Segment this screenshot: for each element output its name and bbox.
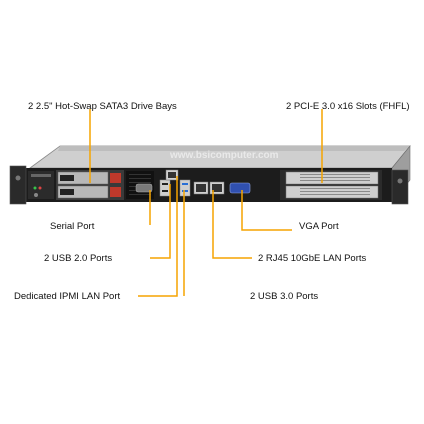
drive-release-1 xyxy=(110,173,121,183)
drive-release-2 xyxy=(110,187,121,197)
watermark-text: www.bsicomputer.com xyxy=(169,150,279,161)
callout-serial-port: Serial Port xyxy=(50,221,95,232)
leader-vga xyxy=(241,190,292,231)
rack-ear-right xyxy=(391,169,409,205)
ear-screw-right xyxy=(397,178,403,184)
pcie-vent-lines xyxy=(300,174,370,195)
rj45-socket-1 xyxy=(196,184,206,192)
brand-plate xyxy=(31,174,51,177)
usb2-slot-2 xyxy=(162,190,168,192)
power-led xyxy=(33,186,37,190)
rj45-socket-2 xyxy=(212,184,222,192)
leader-ipmi xyxy=(138,176,178,297)
power-button xyxy=(34,193,38,197)
drive-latch-1 xyxy=(60,175,74,181)
vga-port xyxy=(229,182,251,194)
ear-screw-left xyxy=(15,175,21,181)
callout-drive-bays: 2 2.5" Hot-Swap SATA3 Drive Bays xyxy=(28,101,177,112)
leader-rj45 xyxy=(212,190,252,259)
ipmi-lan-socket xyxy=(168,172,176,178)
usb2-slot-1 xyxy=(162,183,168,185)
leader-usb2 xyxy=(150,184,171,259)
usb3-slot-1 xyxy=(182,183,188,185)
serial-port xyxy=(135,183,153,193)
callout-pcie-slots: 2 PCI-E 3.0 x16 Slots (FHFL) xyxy=(286,101,410,112)
usb2-port-stack xyxy=(159,179,171,197)
leader-lines xyxy=(89,109,323,297)
callout-rj45-ports: 2 RJ45 10GbE LAN Ports xyxy=(258,253,367,264)
callout-usb2-ports: 2 USB 2.0 Ports xyxy=(44,253,113,264)
usb3-port-stack xyxy=(179,179,191,197)
usb3-slot-2 xyxy=(182,190,188,192)
callout-usb3-ports: 2 USB 3.0 Ports xyxy=(250,291,319,302)
status-led xyxy=(38,186,42,190)
drive-latch-2 xyxy=(60,189,74,195)
callout-vga-port: VGA Port xyxy=(299,221,339,232)
callout-ipmi-port: Dedicated IPMI LAN Port xyxy=(14,291,121,302)
rack-ear-left xyxy=(9,165,27,205)
